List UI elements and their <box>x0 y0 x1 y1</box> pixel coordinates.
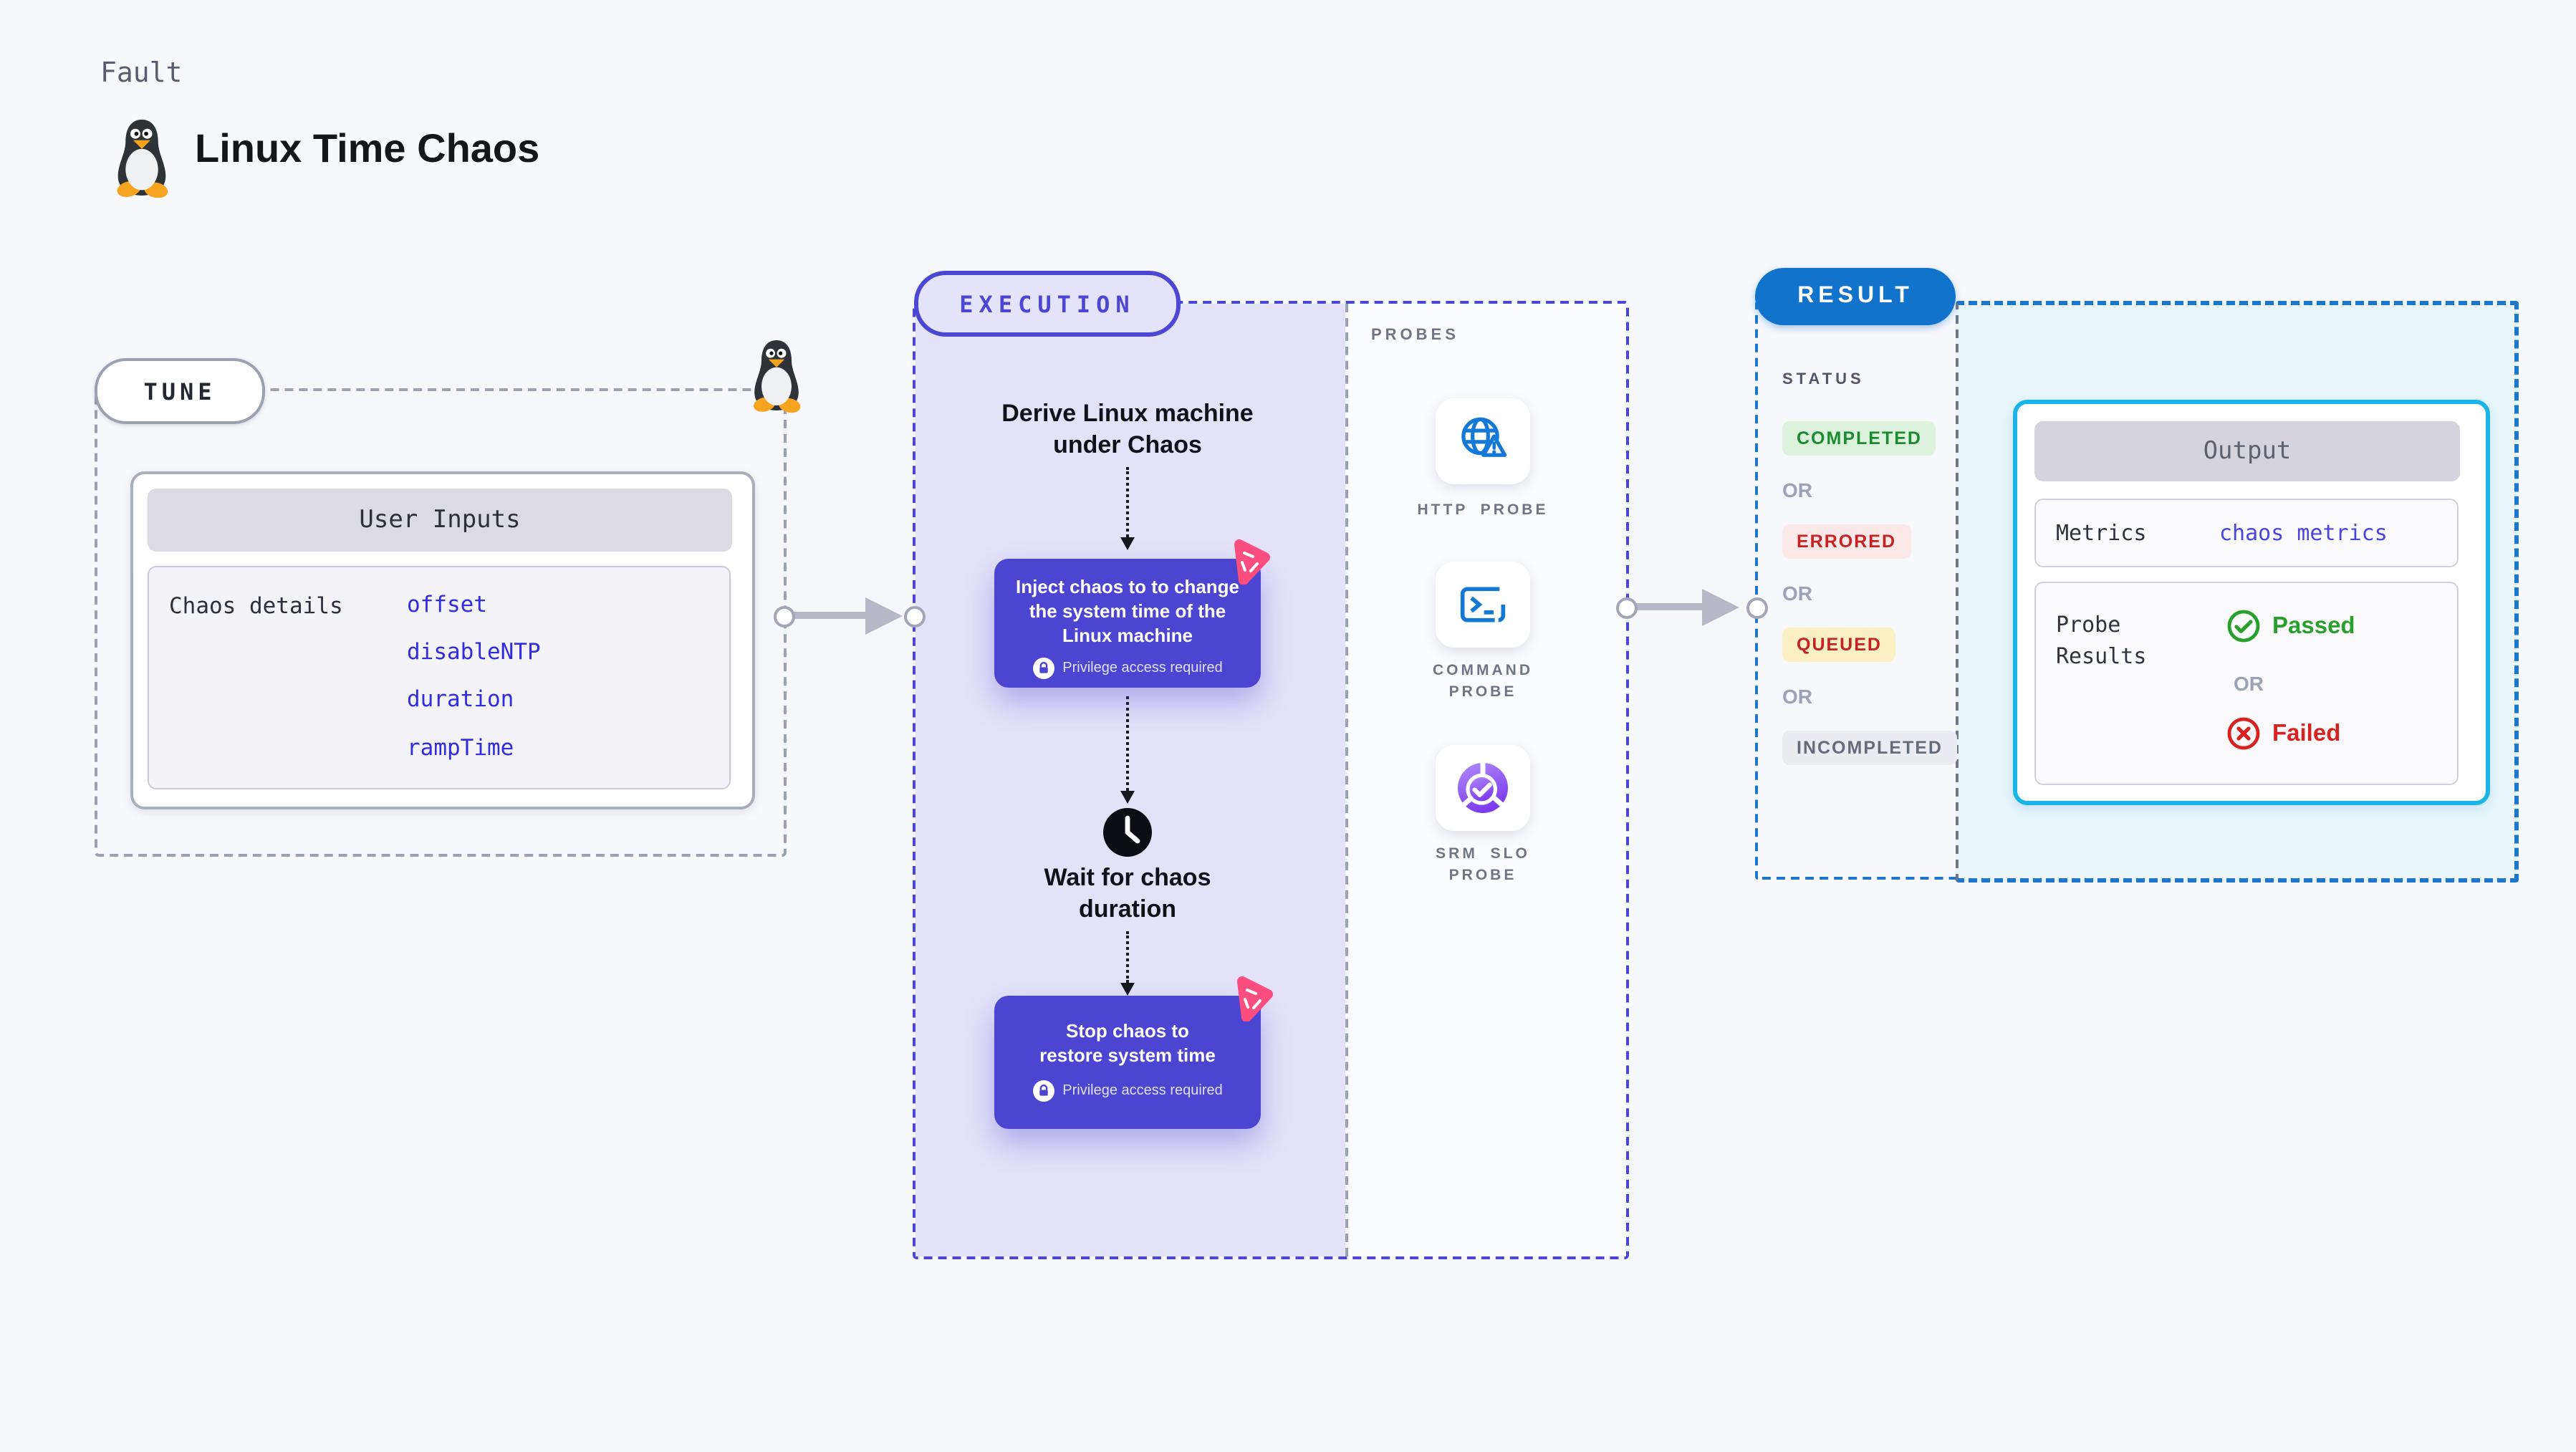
input-link-offset[interactable]: offset <box>407 592 487 617</box>
lock-icon <box>1032 1080 1054 1102</box>
input-link-ramptime[interactable]: rampTime <box>407 735 514 761</box>
arrow-shaft <box>789 611 867 618</box>
srm-slo-probe-label: SRM SLO PROBE <box>1436 845 1530 884</box>
command-probe-label: COMMAND PROBE <box>1433 662 1533 701</box>
dotted-arrow-head <box>1120 983 1135 996</box>
dotted-arrow-head <box>1120 537 1135 550</box>
tux-penguin-icon-small <box>754 340 801 413</box>
dotted-arrow-line <box>1126 931 1129 983</box>
globe-alert-icon <box>1461 417 1508 458</box>
execution-pill: EXECUTION <box>914 271 1181 337</box>
dotted-arrow-head <box>1120 791 1135 804</box>
or-separator: OR <box>1782 685 1812 708</box>
http-probe-card[interactable] <box>1436 398 1530 484</box>
or-separator: OR <box>1782 582 1812 605</box>
metrics-value-link[interactable]: chaos metrics <box>2219 520 2388 546</box>
metrics-label: Metrics <box>2056 520 2147 546</box>
connector-dot <box>1746 597 1768 619</box>
result-pill: RESULT <box>1755 268 1956 325</box>
probe-results-row: Probe Results Passed OR Failed <box>2034 582 2459 785</box>
probes-heading: PROBES <box>1371 327 1459 344</box>
user-inputs-header: User Inputs <box>148 489 732 552</box>
privilege-note: Privilege access required <box>1062 1083 1223 1099</box>
arrow-shaft <box>1632 602 1703 610</box>
srm-slo-probe-card[interactable] <box>1436 745 1530 831</box>
status-badge-queued: QUEUED <box>1782 628 1896 662</box>
status-badge-errored: ERRORED <box>1782 524 1911 559</box>
status-heading: STATUS <box>1782 371 1865 388</box>
terminal-icon <box>1460 587 1506 622</box>
slo-pie-check-icon <box>1458 760 1508 813</box>
input-link-disablentp[interactable]: disableNTP <box>407 639 541 665</box>
chaos-icon <box>1234 539 1270 585</box>
chaos-details-label: Chaos details <box>169 593 343 619</box>
connector-dot <box>1616 597 1638 619</box>
derive-step-text: Derive Linux machine under Chaos <box>1001 400 1254 458</box>
inject-chaos-step: Inject chaos to to change the system tim… <box>994 559 1261 688</box>
fault-eyebrow: Fault <box>100 57 183 89</box>
arrow-head <box>1702 588 1739 625</box>
clock-icon <box>1103 808 1152 857</box>
output-panel: Output Metrics chaos metrics Probe Resul… <box>2013 400 2490 805</box>
connector-dot <box>774 606 795 628</box>
or-separator: OR <box>2234 672 2264 695</box>
stop-chaos-step: Stop chaos to restore system time Privil… <box>994 996 1261 1129</box>
input-link-duration[interactable]: duration <box>407 686 514 712</box>
tune-pill: TUNE <box>95 358 265 424</box>
status-badge-completed: COMPLETED <box>1782 421 1936 456</box>
dotted-arrow-line <box>1126 467 1129 537</box>
passed-label: Passed <box>2272 613 2355 639</box>
status-badge-incompleted: INCOMPLETED <box>1782 731 1957 765</box>
x-circle-icon <box>2227 717 2260 750</box>
failed-label: Failed <box>2272 721 2341 746</box>
or-separator: OR <box>1782 479 1812 501</box>
privilege-note: Privilege access required <box>1062 660 1223 676</box>
dotted-arrow-line <box>1126 696 1129 791</box>
tux-penguin-icon <box>117 120 168 198</box>
check-circle-icon <box>2227 610 2260 643</box>
command-probe-card[interactable] <box>1436 562 1530 648</box>
probe-results-label: Probe Results <box>2056 612 2147 669</box>
probes-divider <box>1345 304 1348 1256</box>
user-inputs-card: User Inputs Chaos details offset disable… <box>130 471 755 809</box>
metrics-row: Metrics chaos metrics <box>2034 499 2459 567</box>
connector-dot <box>904 606 926 628</box>
lock-icon <box>1032 658 1054 679</box>
page-title: Linux Time Chaos <box>195 126 540 170</box>
output-panel-header: Output <box>2034 421 2460 481</box>
arrow-head <box>865 597 903 634</box>
chaos-icon <box>1237 976 1273 1021</box>
user-inputs-body: Chaos details offset disableNTP duration… <box>148 566 731 789</box>
http-probe-label: HTTP PROBE <box>1417 501 1549 519</box>
wait-step-text: Wait for chaos duration <box>1044 864 1211 923</box>
